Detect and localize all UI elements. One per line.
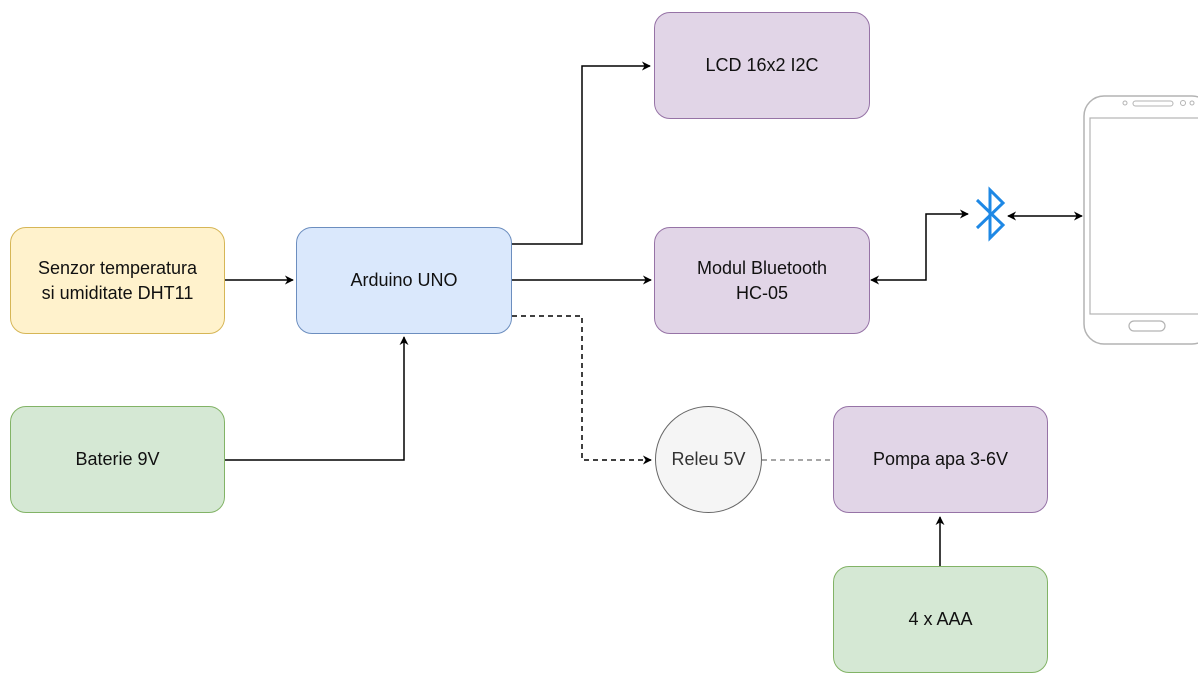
aaa-battery-node[interactable]: 4 x AAA (833, 566, 1048, 673)
sensor-node[interactable]: Senzor temperatura si umiditate DHT11 (10, 227, 225, 334)
arduino-node[interactable]: Arduino UNO (296, 227, 512, 334)
pump-node[interactable]: Pompa apa 3-6V (833, 406, 1048, 513)
smartphone-icon (1083, 95, 1198, 345)
edge-arduino-relay (512, 315, 652, 465)
edge-module-bt-icon (870, 209, 969, 285)
edge-battery-arduino (225, 336, 409, 461)
edge-arduino-lcd (512, 61, 651, 245)
bluetooth-icon (975, 186, 1006, 242)
relay-node[interactable]: Releu 5V (655, 406, 762, 513)
battery-node[interactable]: Baterie 9V (10, 406, 225, 513)
bluetooth-module-node[interactable]: Modul Bluetooth HC-05 (654, 227, 870, 334)
lcd-node[interactable]: LCD 16x2 I2C (654, 12, 870, 119)
